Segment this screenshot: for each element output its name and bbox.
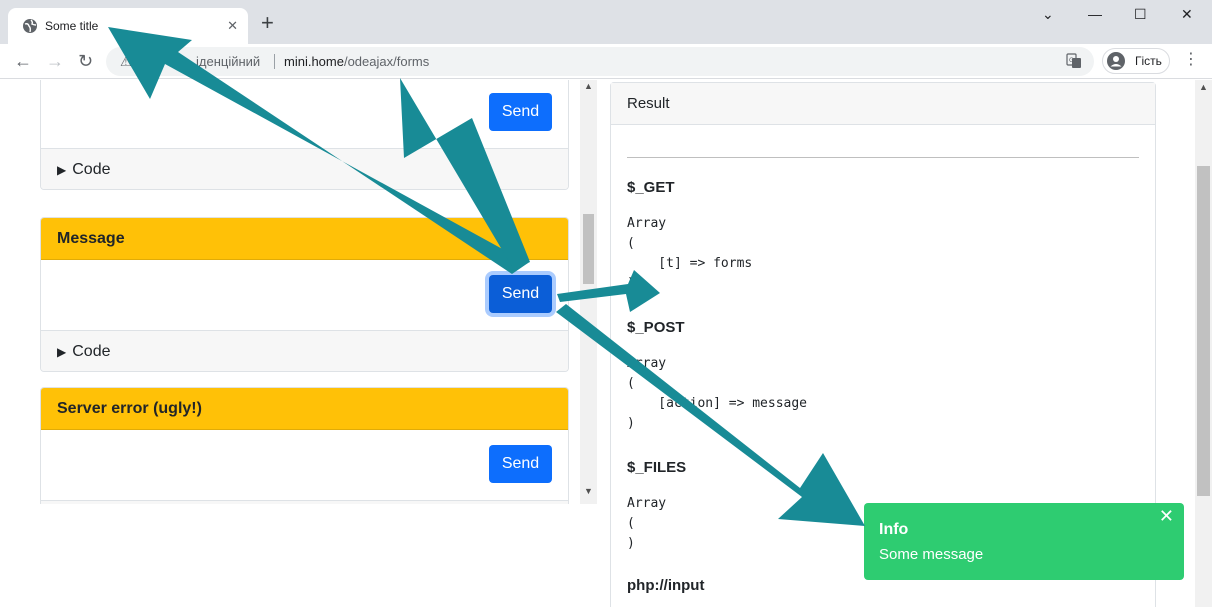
more-menu-icon[interactable]: ⋮ [1183, 51, 1199, 68]
code-toggle[interactable]: ▶ Code [41, 148, 568, 189]
get-output: Array ( [t] => forms ) [627, 216, 753, 291]
page-scrollbar[interactable]: ▲ [1195, 80, 1212, 607]
form-card-server-error: Server error (ugly!) Send [40, 387, 569, 504]
post-heading: $_POST [627, 319, 685, 336]
translate-icon[interactable]: G [1066, 53, 1082, 69]
url-text[interactable]: mini.home/odeajax/forms [284, 53, 429, 70]
code-toggle[interactable]: ▶ Code [41, 330, 568, 371]
forms-scrollbar[interactable]: ▲ ▼ [580, 80, 597, 504]
address-bar[interactable]: ⚠ іденційний mini.home/odeajax/forms G [106, 47, 1094, 76]
scroll-up-icon[interactable]: ▲ [1199, 82, 1208, 92]
new-tab-button[interactable]: + [261, 10, 274, 35]
code-toggle-label: Code [72, 343, 111, 360]
url-host: mini.home [284, 54, 344, 69]
form-card: Send ▶ Code [40, 80, 569, 190]
input-heading: php://input [627, 577, 705, 594]
warning-icon[interactable]: ⚠ [120, 54, 132, 69]
maximize-button[interactable]: ☐ [1134, 6, 1147, 22]
reload-button[interactable]: ↻ [78, 51, 94, 71]
tab-strip: Some title ✕ + ⌄ — ☐ ✕ [0, 0, 1212, 44]
form-card-body: Send [41, 80, 568, 148]
avatar-icon [1107, 52, 1125, 70]
back-button[interactable]: ← [14, 51, 32, 71]
globe-icon [23, 19, 37, 33]
disclosure-triangle-icon: ▶ [57, 163, 67, 177]
profile-button[interactable]: Гість [1102, 48, 1170, 74]
result-header: Result [611, 83, 1155, 125]
toast-message: Some message [879, 546, 984, 563]
send-button[interactable]: Send [489, 93, 552, 131]
form-card-title: Message [41, 218, 568, 260]
scrollbar-thumb[interactable] [583, 214, 594, 284]
scrollbar-thumb[interactable] [1197, 166, 1210, 496]
svg-text:G: G [1069, 57, 1074, 64]
profile-name: Гість [1135, 54, 1162, 68]
form-card-message: Message Send ▶ Code [40, 217, 569, 372]
toast-close-icon[interactable]: ✕ [1158, 506, 1174, 526]
scroll-down-icon[interactable]: ▼ [584, 486, 593, 496]
tab-title: Some title [45, 19, 99, 33]
omnibox-divider [274, 54, 275, 69]
tab-close-icon[interactable]: ✕ [227, 18, 238, 33]
disclosure-triangle-icon: ▶ [57, 345, 67, 359]
code-toggle-label: Code [72, 161, 111, 178]
get-heading: $_GET [627, 179, 675, 196]
security-label: іденційний [196, 54, 261, 69]
forward-button[interactable]: → [46, 51, 64, 71]
form-card-body: Send [41, 260, 568, 330]
code-toggle[interactable] [41, 500, 568, 504]
tab-active[interactable]: Some title ✕ [8, 8, 248, 44]
minimize-button[interactable]: — [1088, 6, 1102, 22]
post-output: Array ( [action] => message ) [627, 356, 808, 431]
form-card-body: Send [41, 430, 568, 500]
files-output: Array ( ) [627, 496, 667, 551]
toast-title: Info [879, 521, 909, 538]
info-toast: Info Some message ✕ [864, 503, 1184, 580]
files-heading: $_FILES [627, 459, 687, 476]
send-button[interactable]: Send [489, 445, 552, 483]
result-divider [627, 157, 1139, 158]
scroll-up-icon[interactable]: ▲ [584, 81, 593, 91]
send-button-focused[interactable]: Send [489, 275, 552, 313]
form-card-title: Server error (ugly!) [41, 388, 568, 430]
tab-search-icon[interactable]: ⌄ [1042, 6, 1054, 22]
url-path: /odeajax/forms [343, 54, 430, 69]
close-window-button[interactable]: ✕ [1181, 6, 1193, 22]
browser-toolbar: ← → ↻ ⚠ іденційний mini.home/odeajax/for… [0, 44, 1212, 79]
forms-column[interactable]: Send ▶ Code Message Send ▶ Code Server err… [40, 80, 569, 504]
